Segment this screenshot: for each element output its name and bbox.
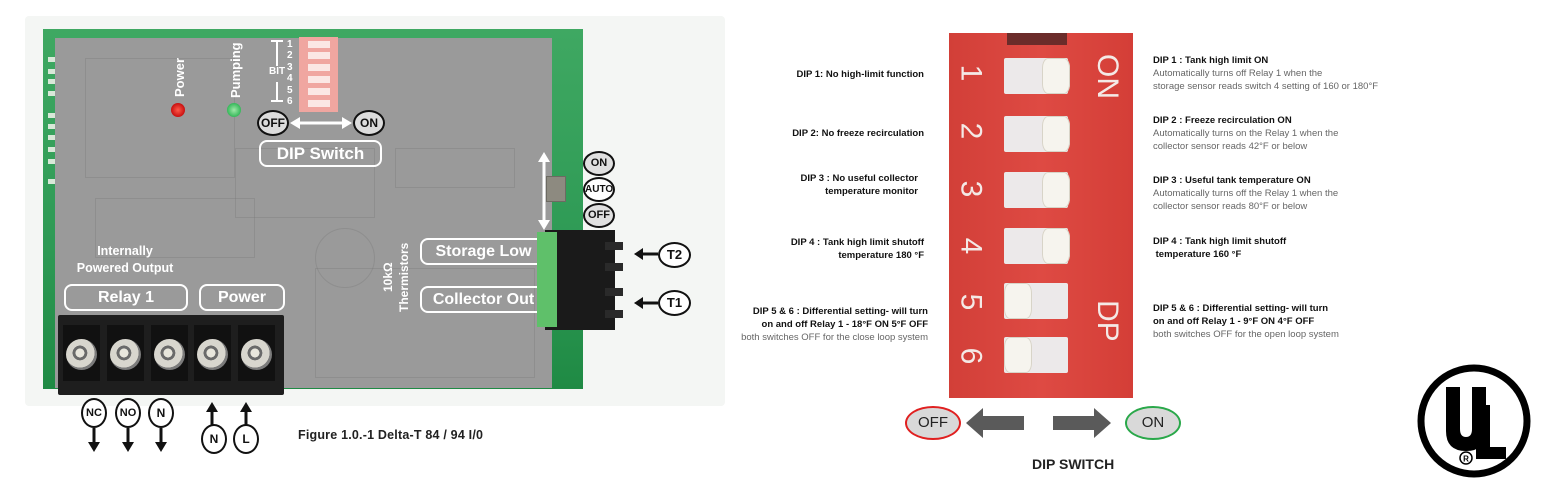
terminal-nc-badge: NC [81,398,107,428]
dip-toggle-1[interactable] [1004,58,1070,94]
dip-knob-on [1042,58,1070,94]
dip-toggle-5[interactable] [1004,283,1068,319]
dip-toggle-3[interactable] [1004,172,1070,208]
dip-off-description-1: DIP 1: No high-limit function [796,69,924,80]
figure-caption: Figure 1.0.-1 Delta-T 84 / 94 I/0 [298,428,484,442]
arrow-down-icon [122,428,134,452]
arrow-up-icon [240,402,252,426]
dip-on-marking: ON [1091,54,1124,99]
dip-on-description-3: DIP 3 : Useful tank temperature ON Autom… [1153,175,1339,212]
dip-off-description-3: DIP 3 : No useful collector temperature … [800,173,918,197]
dip-switch-title: DIP SWITCH [1032,456,1115,472]
dip-toggle-2[interactable] [1004,116,1070,152]
dip-dp-marking: DP [1091,300,1124,342]
screw-terminal-icon [66,339,97,370]
thermistor-resistance-label: 10kΩ [381,262,395,292]
bit-numbers: 1 2 3 4 5 6 [287,39,293,108]
mode-slide-switch[interactable] [546,176,566,202]
storage-low-label: Storage Low [420,238,547,265]
dip-number-5: 5 [954,293,988,311]
terminal-n-input-badge: N [201,424,227,454]
terminal-block [58,315,284,395]
arrow-left-t1-icon [634,297,658,309]
power-terminal-label: Power [199,284,285,311]
power-led-icon [171,103,185,117]
terminal-no-badge: NO [115,398,141,428]
thermistor-connector [537,230,623,330]
board-dip-on-badge: ON [353,110,385,136]
pumping-led-icon [227,103,241,117]
arrow-left-t2-icon [634,248,658,260]
dip-number-3: 3 [954,180,988,198]
arrow-up-icon [206,402,218,426]
bit-label: BIT [269,66,286,77]
dip-number-6: 6 [954,347,988,365]
mode-on-badge: ON [583,151,615,176]
dip-on-description-1: DIP 1 : Tank high limit ON Automatically… [1153,55,1379,92]
dip-knob-off [1004,337,1032,373]
dip-knob-off [1004,283,1032,319]
sensor-t2-badge: T2 [658,242,691,268]
bit-bracket [271,100,283,102]
dip-off-description-2: DIP 2: No freeze recirculation [792,128,924,139]
bit-bracket [276,40,278,66]
legend-off-badge: OFF [905,406,961,440]
mode-auto-badge: AUTO [583,177,615,202]
bit-bracket [271,40,283,42]
internally-powered-output-label: Internally Powered Output [76,244,174,275]
mode-off-badge: OFF [583,203,615,228]
dip-off-description-5-6: DIP 5 & 6 : Differential setting- will t… [741,306,928,343]
registered-mark: R [1463,455,1469,464]
arrow-down-icon [88,428,100,452]
power-led-label: Power [172,57,187,97]
dip-number-4: 4 [954,237,988,255]
arrow-left-grey-icon [966,408,1024,438]
screw-terminal-icon [110,339,141,370]
dip-switch-top-notch [1007,33,1067,45]
relay-1-label: Relay 1 [64,284,188,311]
dip-number-1: 1 [954,64,988,82]
screw-terminal-icon [241,339,272,370]
double-arrow-vertical-icon [538,152,550,230]
arrow-down-icon [155,428,167,452]
pumping-led-label: Pumping [228,42,243,98]
sensor-t1-badge: T1 [658,290,691,316]
ul-certification-logo-icon: R [1417,364,1531,478]
screw-terminal-icon [197,339,228,370]
collector-out-label: Collector Out [420,286,547,313]
bit-bracket [276,82,278,102]
dip-toggle-6[interactable] [1004,337,1068,373]
dip-number-2: 2 [954,122,988,140]
thermistors-label: Thermistors [397,242,411,312]
terminal-n-output-badge: N [148,398,174,428]
dip-on-description-4: DIP 4 : Tank high limit shutoff temperat… [1153,236,1287,260]
dip-switch-label: DIP Switch [259,140,382,167]
dip-knob-on [1042,172,1070,208]
dip-on-description-5-6: DIP 5 & 6 : Differential setting- will t… [1153,303,1339,340]
arrow-right-grey-icon [1053,408,1111,438]
dip-on-description-2: DIP 2 : Freeze recirculation ON Automati… [1153,115,1339,152]
double-arrow-horizontal-icon [290,117,352,129]
board-dip-switch [299,37,338,112]
dip-knob-on [1042,116,1070,152]
dip-knob-on [1042,228,1070,264]
dip-toggle-4[interactable] [1004,228,1070,264]
screw-terminal-icon [154,339,185,370]
board-dip-off-badge: OFF [257,110,289,136]
dip-off-description-4: DIP 4 : Tank high limit shutoff temperat… [790,237,924,261]
legend-on-badge: ON [1125,406,1181,440]
terminal-l-input-badge: L [233,424,259,454]
